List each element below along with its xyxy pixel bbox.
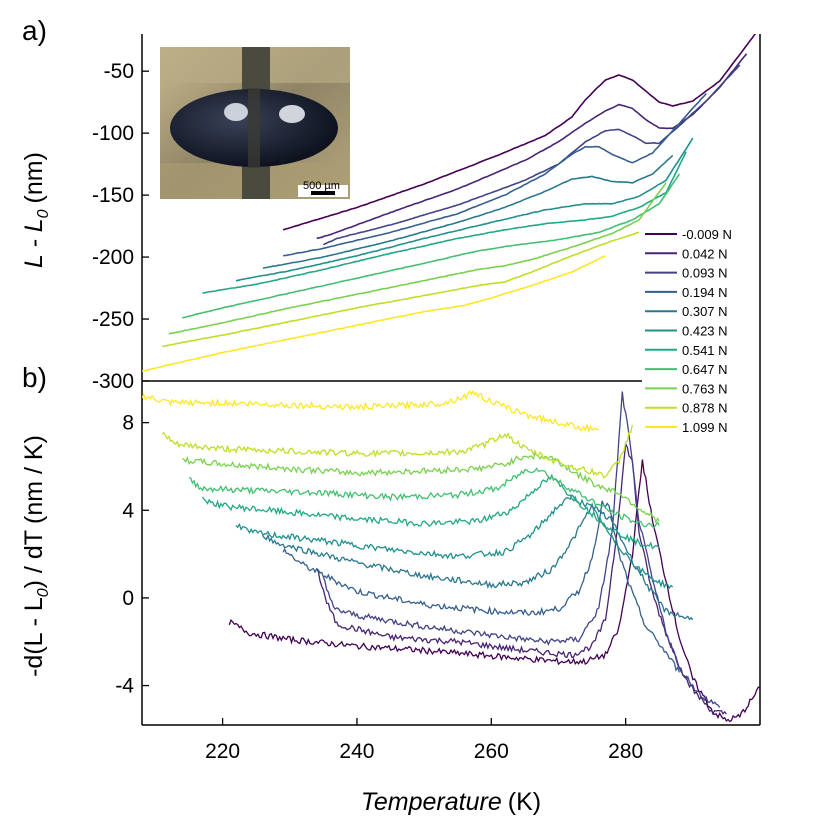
y-tick-label: 8	[122, 412, 134, 435]
y-tick-label: -300	[92, 370, 134, 393]
panel-a-ylabel-main: L - L	[20, 218, 48, 268]
legend: -0.009 N 0.042 N 0.093 N 0.194 N 0.307 N 0.42…	[645, 227, 732, 435]
panel-b-ylabel: -d(L - L0) / dT (nm / K)	[20, 435, 52, 677]
legend-label: -0.009 N	[682, 227, 732, 242]
panel-a-series-line	[168, 182, 667, 335]
legend-label: 0.878 N	[682, 401, 728, 416]
legend-label: 0.042 N	[682, 246, 728, 261]
panel-b-ylabel-pre: -d(L - L	[20, 597, 48, 677]
axis-frame	[141, 34, 761, 726]
y-tick-label: -50	[104, 60, 134, 83]
panel-b-ylabel-post: ) / dT	[20, 530, 48, 588]
legend-label: 0.763 N	[682, 381, 728, 396]
y-tick-label: -200	[92, 246, 134, 269]
legend-label: 1.099 N	[682, 420, 728, 435]
legend-label: 0.307 N	[682, 304, 728, 319]
panel-b-series-line	[228, 459, 760, 723]
y-tick-label: 4	[122, 499, 134, 522]
panel-a-series-line	[323, 64, 741, 246]
panel-a-series-line	[282, 34, 757, 231]
x-axis-ticks: 220 240 260 280	[205, 718, 643, 763]
y-tick-label: -100	[92, 122, 134, 145]
panel-a-series-line	[162, 231, 640, 348]
panel-b-series-line	[235, 493, 674, 590]
x-axis-title-main: Temperature	[361, 788, 502, 816]
panel-a-series-line	[316, 53, 748, 240]
panel-b-series-line	[316, 441, 727, 715]
panel-a-y-ticks: -50 -100 -150 -200 -250 -300	[92, 60, 149, 393]
x-tick-label: 220	[205, 740, 240, 763]
panel-b-label: b)	[22, 362, 47, 393]
legend-label: 0.194 N	[682, 285, 728, 300]
panel-b-series-line	[201, 473, 660, 550]
panel-b-series-line	[189, 467, 660, 529]
panel-b-series-line	[322, 391, 721, 708]
panel-a-series-line	[142, 255, 606, 372]
panel-a-series-line	[182, 173, 681, 319]
legend-label: 0.647 N	[682, 362, 728, 377]
panel-a-series-line	[262, 154, 674, 269]
x-tick-label: 240	[339, 740, 374, 763]
legend-label: 0.541 N	[682, 343, 728, 358]
y-tick-label: 0	[122, 587, 134, 610]
y-tick-label: -250	[92, 308, 134, 331]
x-axis-title: Temperature(K)	[361, 788, 541, 816]
panel-a-series-line	[202, 151, 687, 294]
panel-b-series-line	[161, 424, 634, 479]
panel-a-ylabel-sub: 0	[35, 209, 52, 218]
panel-b-y-ticks: 8 4 0 -4	[115, 412, 149, 698]
panel-b-series-line	[282, 500, 681, 673]
panel-b-ylabel-unit: (nm / K)	[20, 435, 48, 524]
legend-label: 0.423 N	[682, 324, 728, 339]
panel-a-ylabel-unit: (nm)	[20, 152, 48, 203]
inset-photo: 500 µm	[160, 47, 350, 199]
x-tick-label: 280	[608, 740, 643, 763]
panel-a-series-line	[235, 137, 694, 282]
panel-a-series	[142, 34, 757, 372]
panel-b-series	[142, 390, 760, 723]
panel-b-series-line	[142, 390, 600, 434]
panel-a-ylabel: L - L0 (nm)	[20, 152, 52, 268]
panel-b-ylabel-sub: 0	[35, 588, 52, 597]
panel-a-series-line	[283, 92, 707, 257]
panel-b-series-line	[181, 452, 660, 524]
y-tick-label: -4	[115, 675, 134, 698]
panel-a-label: a)	[22, 15, 47, 46]
x-tick-label: 260	[474, 740, 509, 763]
inset-scale-label: 500 µm	[303, 180, 340, 192]
legend-label: 0.093 N	[682, 266, 728, 281]
panel-b-series-line	[262, 502, 694, 621]
x-axis-title-unit: (K)	[508, 788, 541, 816]
y-tick-label: -150	[92, 184, 134, 207]
